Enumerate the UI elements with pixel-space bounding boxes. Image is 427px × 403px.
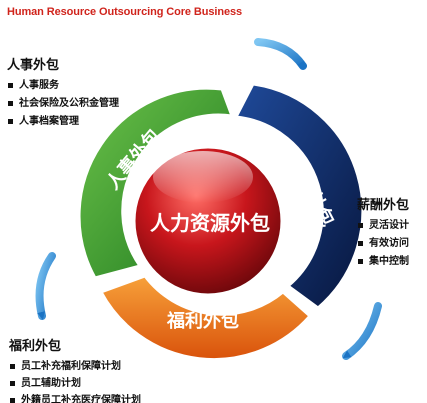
- diagram-title: Human Resource Outsourcing Core Business: [7, 6, 242, 18]
- welfare-bullet-item: 员工辅助计划: [9, 375, 141, 392]
- arrow-bottom-right-icon: [342, 302, 382, 360]
- hr-bullet-item: 人事档案管理: [7, 113, 119, 131]
- pay-outsourcing-block: 薪酬外包 灵活设计 有效访问 集中控制: [357, 194, 409, 271]
- segment-hr-shape: [77, 86, 235, 280]
- hr-bullet-item: 社会保险及公积金管理: [7, 95, 119, 113]
- segment-welfare: 福利外包: [98, 274, 313, 362]
- arrow-left-icon: [35, 252, 56, 320]
- pay-bullet-item: 灵活设计: [357, 217, 409, 235]
- arrow-top-right-icon: [254, 38, 307, 70]
- circulation-arrows: [35, 38, 382, 360]
- pay-block-title: 薪酬外包: [357, 198, 410, 213]
- hr-bullet-list: 人事服务 社会保险及公积金管理 人事档案管理: [7, 77, 119, 131]
- segment-pay-shape: [233, 82, 365, 310]
- center-hub: 人力资源外包: [132, 145, 284, 297]
- welfare-bullet-list: 员工补充福利保障计划 员工辅助计划 外籍员工补充医疗保障计划: [9, 358, 141, 403]
- center-label: 人力资源外包: [150, 211, 270, 235]
- welfare-outsourcing-block: 福利外包 员工补充福利保障计划 员工辅助计划 外籍员工补充医疗保障计划: [9, 335, 141, 403]
- pay-bullet-item: 集中控制: [357, 253, 409, 271]
- segment-welfare-label: 福利外包: [166, 310, 239, 332]
- pay-bullet-item: 有效访问: [357, 235, 409, 253]
- welfare-bullet-item: 员工补充福利保障计划: [9, 358, 141, 375]
- welfare-block-title: 福利外包: [9, 339, 62, 354]
- hr-block-title: 人事外包: [7, 58, 60, 73]
- segment-welfare-shape: [98, 274, 313, 362]
- hr-bullet-item: 人事服务: [7, 77, 119, 95]
- center-gloss: [153, 151, 253, 203]
- hr-outsourcing-block: 人事外包 人事服务 社会保险及公积金管理 人事档案管理: [7, 54, 119, 131]
- pay-bullet-list: 灵活设计 有效访问 集中控制: [357, 217, 409, 271]
- welfare-bullet-item: 外籍员工补充医疗保障计划: [9, 392, 141, 403]
